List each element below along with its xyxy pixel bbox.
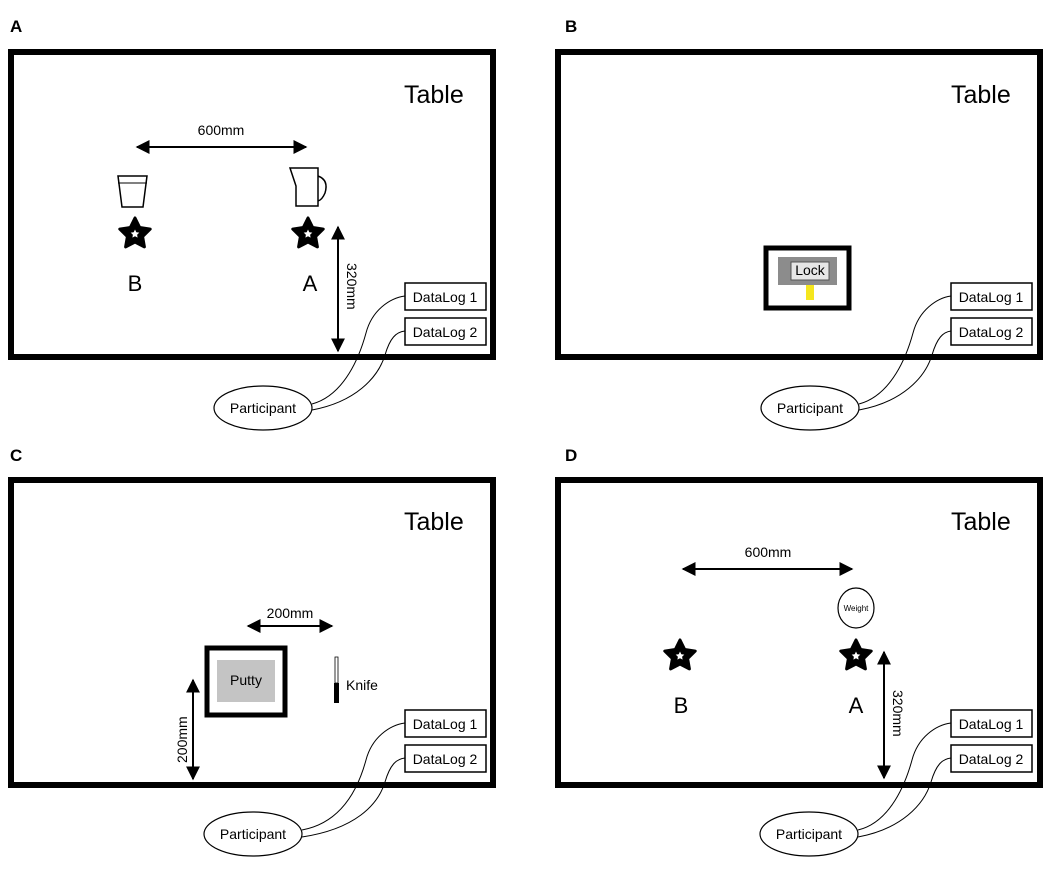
table-frame: [8, 477, 496, 788]
knife-blade: [334, 656, 339, 684]
lock-key: [806, 285, 814, 300]
table-frame: [8, 49, 496, 360]
lock-label: Lock: [795, 262, 826, 278]
panel-label-c: C: [10, 446, 22, 465]
participant-label: Participant: [776, 826, 842, 842]
table-frame: [555, 477, 1043, 788]
panel-label-b: B: [565, 17, 577, 36]
knife-label: Knife: [346, 677, 378, 693]
star-icon-b: [663, 638, 697, 671]
cable-1: [858, 295, 952, 405]
participant-ellipse: [759, 811, 859, 857]
jug-handle: [317, 175, 327, 202]
panel-d: D Table 600mm Weight B A 320mm DataLog 1…: [555, 446, 1043, 857]
panel-c: C Table 200mm Putty Knife 200mm DataLog …: [8, 446, 496, 857]
datalog-box-2: [404, 744, 487, 773]
panel-b: B Table Lock DataLog 1 DataLog 2 Partici…: [555, 17, 1043, 431]
position-label-b: B: [674, 693, 689, 718]
putty-label: Putty: [230, 672, 262, 688]
datalog-box-1: [950, 282, 1033, 311]
star-icon-b: [118, 216, 152, 249]
table-title: Table: [951, 81, 1011, 109]
distance-label-horizontal: 200mm: [267, 605, 314, 621]
datalog-box-2: [950, 317, 1033, 346]
datalog-box-1: [404, 709, 487, 738]
datalog-label-1: DataLog 1: [413, 716, 478, 732]
datalog-label-2: DataLog 2: [959, 751, 1024, 767]
table-title: Table: [404, 81, 464, 109]
table-frame: [555, 49, 1043, 360]
cable-2: [311, 330, 406, 411]
cable-1: [301, 722, 406, 831]
position-label-a: A: [303, 271, 318, 296]
weight-label: Weight: [844, 604, 870, 613]
cable-2: [857, 757, 952, 838]
putty-block: [217, 660, 275, 702]
panel-a: A Table 600mm B A 320mm DataLog 1 DataLo…: [8, 17, 496, 431]
participant-label: Participant: [777, 400, 843, 416]
participant-ellipse: [203, 811, 303, 857]
position-label-a: A: [849, 693, 864, 718]
cup-icon: [117, 175, 148, 208]
table-title: Table: [404, 508, 464, 536]
star-icon-a: [291, 216, 325, 249]
knife-icon: [334, 683, 339, 703]
datalog-box-2: [950, 744, 1033, 773]
datalog-label-2: DataLog 2: [413, 324, 478, 340]
position-label-b: B: [128, 271, 143, 296]
weight-icon: [837, 587, 875, 629]
distance-label-horizontal: 600mm: [198, 122, 245, 138]
distance-label-vertical: 320mm: [344, 263, 360, 310]
datalog-box-1: [404, 282, 487, 311]
cable-1: [311, 295, 406, 405]
datalog-label-1: DataLog 1: [959, 289, 1024, 305]
star-icon-a: [839, 638, 873, 671]
participant-ellipse: [213, 385, 313, 431]
datalog-label-1: DataLog 1: [413, 289, 478, 305]
jug-icon: [288, 167, 319, 207]
participant-label: Participant: [230, 400, 296, 416]
cable-2: [858, 330, 952, 411]
distance-label-vertical: 200mm: [174, 716, 190, 763]
datalog-label-2: DataLog 2: [959, 324, 1024, 340]
datalog-label-2: DataLog 2: [413, 751, 478, 767]
datalog-box-1: [950, 709, 1033, 738]
datalog-box-2: [404, 317, 487, 346]
lock-label-box: [790, 261, 830, 281]
participant-ellipse: [760, 385, 860, 431]
panel-label-a: A: [10, 17, 22, 36]
participant-label: Participant: [220, 826, 286, 842]
datalog-label-1: DataLog 1: [959, 716, 1024, 732]
cable-2: [301, 757, 406, 838]
table-title: Table: [951, 508, 1011, 536]
distance-label-vertical: 320mm: [890, 690, 906, 737]
cable-1: [857, 722, 952, 831]
panel-label-d: D: [565, 446, 577, 465]
distance-label-horizontal: 600mm: [745, 544, 792, 560]
